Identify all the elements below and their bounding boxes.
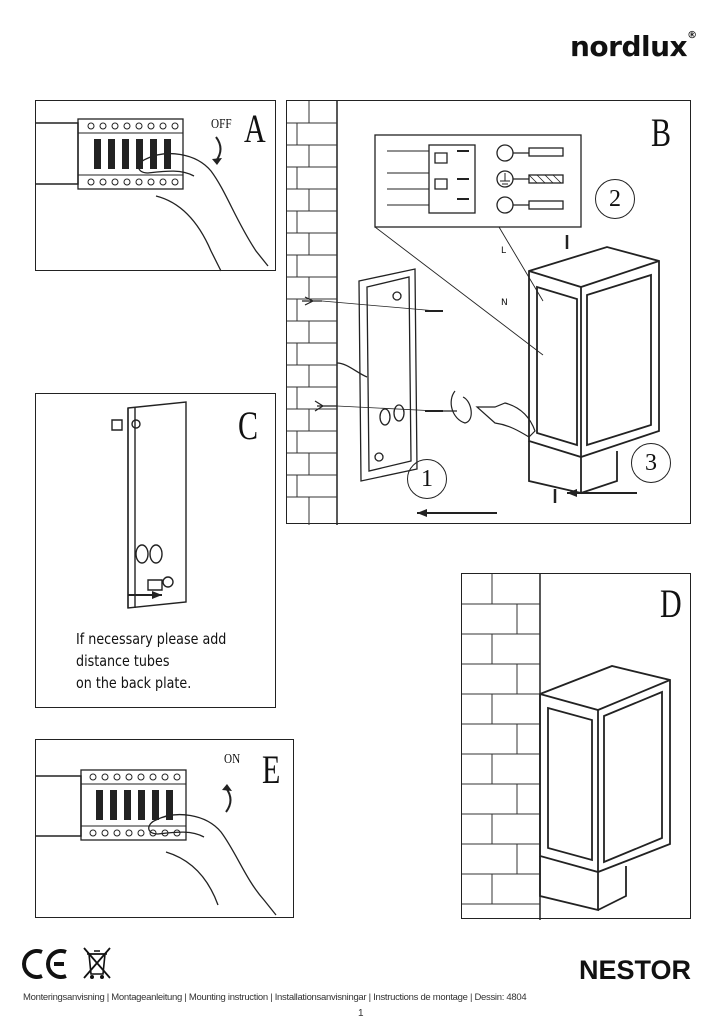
panel-c-distance-tubes: C If necessary please add distance tubes… [35, 393, 276, 708]
callout-circle-3: 3 [631, 443, 671, 483]
brand-registered-mark: ® [687, 30, 697, 41]
brand-name: nordlux [570, 30, 688, 63]
callout-circle-2: 2 [595, 179, 635, 219]
note-line-2: distance tubes [76, 652, 170, 670]
panel-b-installation: B [286, 100, 691, 525]
distance-tubes-note: If necessary please add distance tubes o… [76, 628, 226, 694]
weee-bin-icon [83, 947, 111, 979]
back-plate-illustration [111, 401, 187, 609]
panel-a-switch-off: A OFF [35, 100, 276, 272]
panel-letter: D [660, 581, 682, 626]
panel-e-switch-on: E ON [35, 739, 294, 918]
callout-circle-1: 1 [407, 459, 447, 499]
callout-number: 3 [645, 450, 657, 476]
panel-d-mounted-lamp: D [461, 573, 691, 920]
note-line-3: on the back plate. [76, 674, 192, 692]
terminal-n-label: N [501, 298, 508, 308]
note-line-1: If necessary please add [76, 630, 227, 648]
terminal-l-label: L [501, 246, 507, 256]
circuit-breaker-illustration [36, 118, 269, 272]
mounted-lamp-illustration [539, 665, 671, 912]
circuit-breaker-illustration [36, 769, 277, 916]
callout-number: 1 [421, 466, 433, 492]
step-label-off: OFF [211, 117, 232, 132]
step-label-on: ON [224, 752, 241, 767]
callout-number: 2 [609, 186, 621, 212]
brick-wall-illustration [287, 101, 338, 525]
ce-mark-icon [22, 949, 67, 979]
panel-letter: B [651, 110, 672, 155]
brand-logo: nordlux® [570, 30, 697, 63]
product-name: NESTOR [578, 955, 691, 985]
page-number: 1 [358, 1008, 364, 1019]
panel-letter: A [244, 106, 266, 151]
instructions-line: Monteringsanvisning | Montageanleitung |… [23, 992, 527, 1003]
panel-letter: E [262, 747, 281, 792]
panel-letter: C [238, 403, 259, 448]
